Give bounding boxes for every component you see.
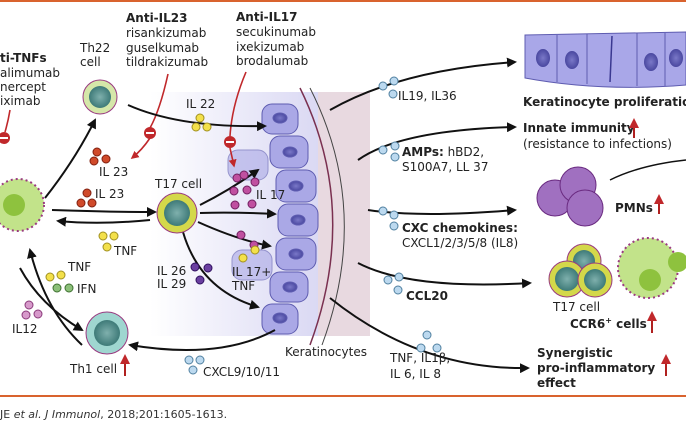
il23-dots: [76, 147, 111, 208]
il17-label: IL 17: [256, 188, 285, 202]
anti-il17-title: Anti-IL17: [236, 10, 297, 24]
drug-name: nercept: [0, 80, 46, 94]
il17-tnf-label: IL 17+: [232, 265, 271, 279]
il22-dots: [191, 113, 212, 132]
t17-right-label: T17 cell: [552, 300, 600, 314]
il23-label: IL 23: [99, 165, 128, 179]
amps-list: S100A7, LL 37: [402, 160, 488, 174]
keratinocyte-layer: [524, 31, 686, 88]
ccr6-label: CCR6: [570, 317, 605, 331]
il26-dots: [190, 262, 213, 285]
il6-il8-label: IL 6, IL 8: [390, 367, 441, 381]
ccr6-sup: +: [605, 316, 612, 325]
citation-details: , 2018;201:1605-1613.: [100, 408, 227, 421]
keratinocytes-label: Keratinocytes: [285, 345, 367, 359]
anti-tnf-title: ti-TNFs: [0, 51, 47, 65]
ccr6-tail: cells: [612, 317, 647, 331]
cxcl9-label: CXCL9/10/11: [203, 365, 280, 379]
anti-il23-drugs: Anti-IL23 risankizumab guselkumab tildra…: [126, 11, 208, 159]
il12-label: IL12: [12, 322, 38, 336]
il17-tnf-label: TNF: [231, 279, 255, 293]
synergistic-label: Synergistic: [537, 346, 613, 360]
anti-il17-drugs: Anti-IL17 secukinumab ixekizumab brodalu…: [224, 10, 316, 168]
th22-cell: [82, 79, 118, 115]
tnf-il1b-label: TNF, IL1β,: [389, 351, 450, 365]
synergistic-label: effect: [537, 376, 576, 390]
drug-name: iximab: [0, 94, 40, 108]
t17-cell-cluster: [548, 243, 613, 298]
innate-immunity-sub: (resistance to infections): [523, 137, 672, 151]
drug-name: secukinumab: [236, 25, 316, 39]
ifn-dots: [52, 283, 74, 293]
inhibitor-icon: [224, 136, 236, 148]
il29-label: IL 29: [157, 277, 186, 291]
drug-name: brodalumab: [236, 54, 308, 68]
drug-name: tildrakizumab: [126, 55, 208, 69]
svg-text:AMPs: hBD2,: AMPs: hBD2,: [402, 145, 484, 159]
drug-name: alimumab: [0, 66, 60, 80]
blue-chemokine-dots: [378, 76, 442, 353]
skin-surface-arc: [299, 87, 334, 346]
citation: JE et al. J Immunol, 2018;201:1605-1613.: [0, 408, 227, 421]
svg-text:CCR6+ cells: CCR6+ cells: [570, 316, 647, 331]
t17-label: T17 cell: [154, 177, 202, 191]
pmn-cells: [536, 166, 604, 227]
inhibitor-icon: [0, 132, 10, 144]
th1-cell: [85, 311, 129, 355]
tnf-label: TNF: [67, 260, 91, 274]
keratinocyte-proliferation-label: Keratinocyte proliferation: [523, 95, 686, 109]
innate-immunity-label: Innate immunity: [523, 121, 635, 135]
th22-label: Th22: [79, 41, 110, 55]
drug-name: guselkumab: [126, 41, 199, 55]
tnf-label: TNF: [113, 244, 137, 258]
chemokine-dots: [184, 355, 205, 375]
citation-journal: J Immunol: [43, 408, 100, 421]
il23-label: IL 23: [95, 187, 124, 201]
citation-etal: et al.: [14, 408, 45, 421]
keratinocyte-column: [227, 103, 319, 335]
il12-dots: [21, 300, 43, 320]
th22-label: cell: [80, 55, 101, 69]
drug-name: ixekizumab: [236, 40, 304, 54]
th1-label: Th1 cell: [69, 362, 117, 376]
ccl20-label: CCL20: [406, 289, 448, 303]
cxc-chemokines-label: CXC chemokines:: [402, 221, 518, 235]
pmns-label: PMNs: [615, 201, 653, 215]
il26-label: IL 26: [157, 264, 186, 278]
dendritic-cell-cluster: [617, 237, 686, 299]
anti-tnf-drugs: ti-TNFs alimumab nercept iximab: [0, 51, 60, 144]
tnf-dots: [45, 231, 260, 282]
il22-label: IL 22: [186, 97, 215, 111]
dendritic-cell: [0, 178, 45, 232]
amps-label: AMPs:: [402, 145, 444, 159]
inhibitor-icon: [144, 127, 156, 139]
t17-cell: [156, 192, 198, 234]
synergistic-label: pro-inflammatory: [537, 361, 655, 375]
il19-il36-label: IL19, IL36: [398, 89, 457, 103]
anti-il23-title: Anti-IL23: [126, 11, 187, 25]
il17-dots: [229, 170, 260, 250]
drug-name: risankizumab: [126, 26, 206, 40]
cxc-chemokines-list: CXCL1/2/3/5/8 (IL8): [402, 236, 518, 250]
citation-authors: JE: [0, 408, 14, 421]
amps-list: hBD2,: [444, 145, 484, 159]
ifn-label: IFN: [77, 282, 96, 296]
